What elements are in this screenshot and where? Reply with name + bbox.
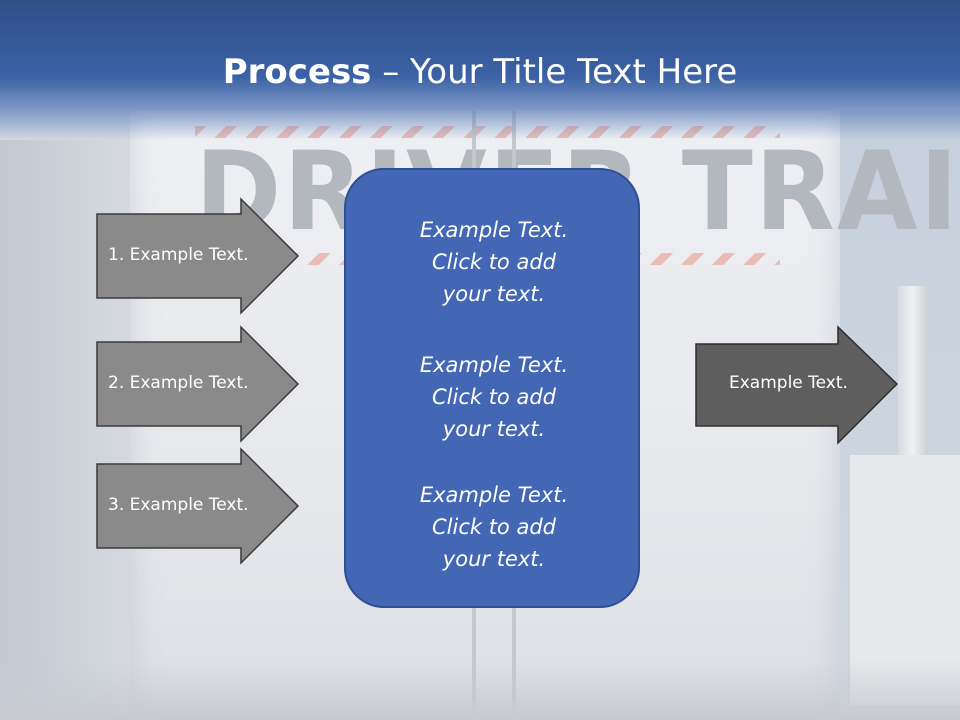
- arrow-label: 3. Example Text.: [108, 495, 249, 515]
- title-rest: – Your Title Text Here: [371, 52, 738, 92]
- arrow-label: 1. Example Text.: [108, 245, 249, 265]
- center-text-block-2[interactable]: Example Text. Click to add your text.: [346, 349, 642, 445]
- arrow-right-icon: [96, 197, 300, 315]
- arrow-label: Example Text.: [729, 373, 848, 393]
- center-text-block-1[interactable]: Example Text. Click to add your text.: [346, 214, 642, 310]
- left-arrow-3[interactable]: 3. Example Text.: [96, 447, 300, 565]
- text-line: Example Text.: [419, 353, 569, 377]
- text-line: your text.: [442, 282, 546, 306]
- text-line: Example Text.: [419, 218, 569, 242]
- text-line: your text.: [442, 417, 546, 441]
- arrow-label: 2. Example Text.: [108, 373, 249, 393]
- text-line: Click to add: [431, 250, 556, 274]
- arrow-right-icon: [695, 325, 899, 445]
- arrow-right-icon: [96, 447, 300, 565]
- left-arrow-1[interactable]: 1. Example Text.: [96, 197, 300, 315]
- title-bar: [0, 0, 960, 140]
- right-arrow[interactable]: Example Text.: [695, 325, 899, 445]
- slide-title[interactable]: Process – Your Title Text Here: [0, 52, 960, 92]
- ground: [0, 660, 960, 720]
- title-bold: Process: [222, 52, 372, 92]
- center-text-block-3[interactable]: Example Text. Click to add your text.: [346, 479, 642, 575]
- text-line: Example Text.: [419, 483, 569, 507]
- arrow-right-icon: [96, 325, 300, 443]
- text-line: Click to add: [431, 515, 556, 539]
- text-line: Click to add: [431, 385, 556, 409]
- center-content-box[interactable]: Example Text. Click to add your text. Ex…: [344, 168, 640, 608]
- left-arrow-2[interactable]: 2. Example Text.: [96, 325, 300, 443]
- text-line: your text.: [442, 547, 546, 571]
